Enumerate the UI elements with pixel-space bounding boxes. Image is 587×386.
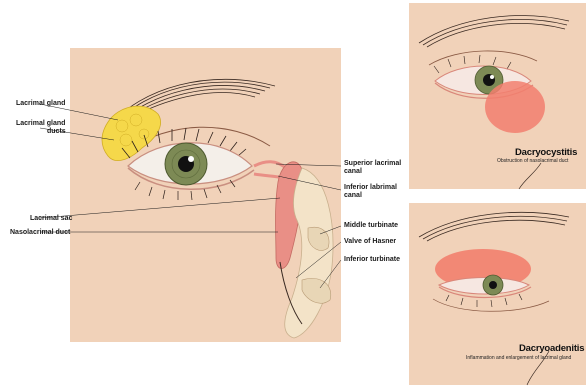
condition-desc-dacryocystitis: Obstruction of nasolacrimal duct (497, 158, 568, 164)
label-lacrimal-gland: Lacrimal gland (16, 100, 65, 108)
condition-title-dacryocystitis: Dacryocystitis (515, 147, 577, 158)
label-valve-of-hasner: Valve of Hasner (344, 238, 396, 246)
eyebrow (419, 16, 569, 47)
label-inferior-labrimal-canal: Inferior labrimal canal (344, 184, 397, 200)
label-superior-lacrimal-canal: Superior lacrimal canal (344, 160, 401, 176)
condition-desc-dacryoadenitis: Inflammation and enlargement of lacrimal… (466, 355, 571, 361)
label-middle-turbinate: Middle turbinate (344, 222, 398, 230)
label-inferior-turbinate: Inferior turbinate (344, 256, 400, 264)
label-lacrimal-gland-ducts: Lacrimal gland ducts (16, 120, 66, 136)
eyebrow (419, 212, 569, 241)
label-lacrimal-sac: Lacrimal sac (30, 215, 72, 223)
eye-anatomy-illustration (70, 48, 341, 342)
main-anatomy-panel (70, 48, 341, 342)
condition-title-dacryoadenitis: Dacryoadenitis (519, 343, 584, 354)
sac-swelling (485, 81, 545, 133)
label-nasolacrimal-duct: Nasolacrimal duct (10, 229, 70, 237)
